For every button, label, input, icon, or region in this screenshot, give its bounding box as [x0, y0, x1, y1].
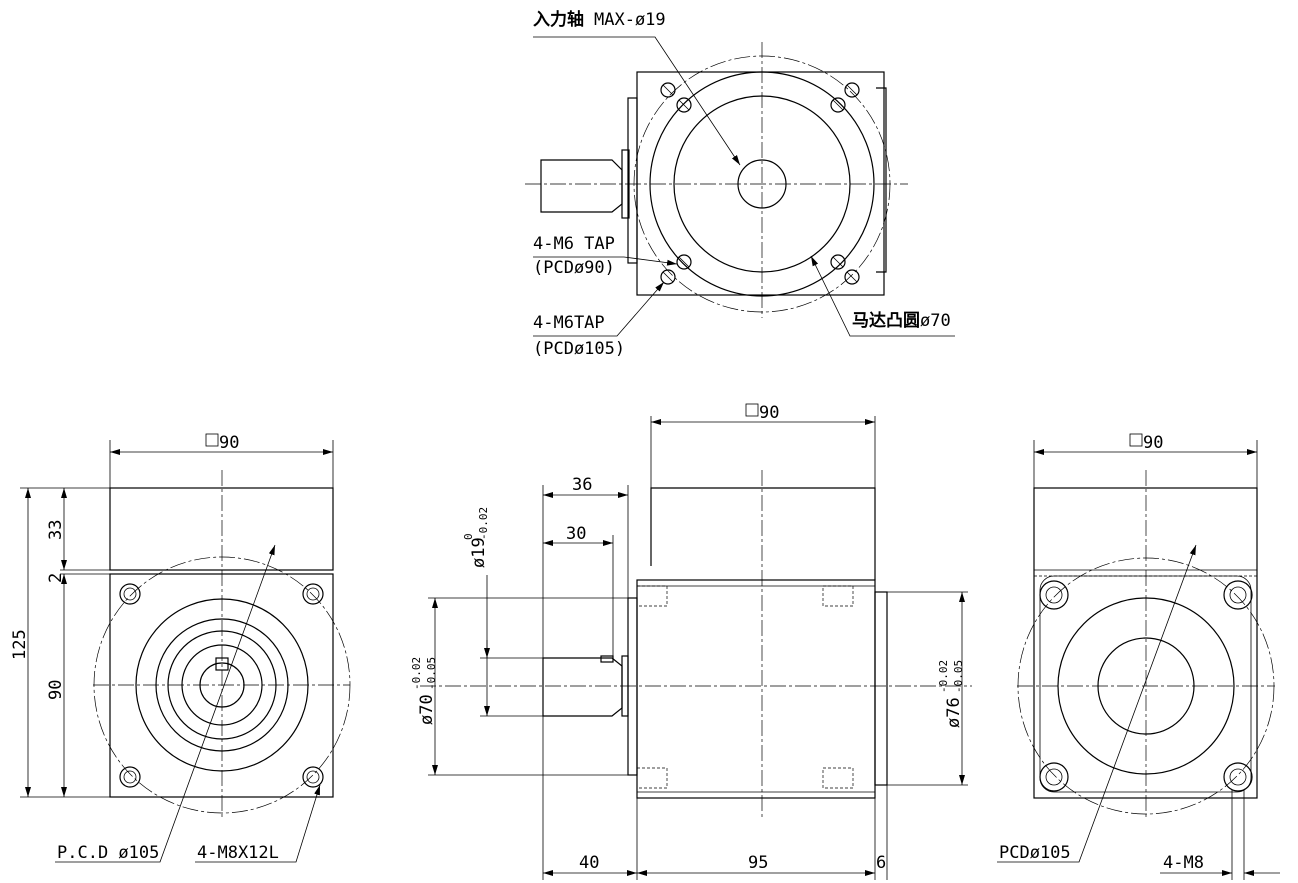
top-view: 入力轴 MAX-ø19 4-M6 TAP (PCDø90) 4-M6TAP (P… [525, 9, 955, 359]
motor-tol-upper: -0.02 [937, 660, 950, 693]
middle-dim-40: 40 [579, 853, 599, 873]
right-holes-label: 4-M8 [1163, 853, 1204, 873]
right-view: 90 PCDø105 4-M8 [997, 433, 1280, 880]
left-holes-label: 4-M8X12L [197, 843, 279, 863]
left-bolt-holes [119, 583, 324, 788]
middle-view: 90 36 30 ø19 0 -0.02 ø70 -0.02 -0.05 ø76… [410, 403, 972, 880]
right-bolt-holes [1039, 580, 1253, 792]
middle-dim-6: 6 [876, 853, 886, 873]
right-pcd-label: PCDø105 [999, 843, 1071, 863]
left-total-height: 125 [10, 629, 30, 660]
spigot-tol-lower: -0.05 [425, 657, 438, 690]
left-width-dim: 90 [219, 433, 239, 453]
left-dim-33: 33 [46, 520, 66, 540]
left-view: 90 125 90 33 2 P.C.D ø105 4-M8X12L [10, 433, 351, 863]
input-shaft-label: 入力轴 [533, 9, 584, 30]
motor-tol-lower: -0.05 [952, 660, 965, 693]
pcd-inner-label: (PCDø90) [533, 258, 615, 278]
left-pcd-label: P.C.D ø105 [57, 843, 159, 863]
motor-boss-dia: ø70 [920, 311, 951, 331]
top-bolt-holes [660, 82, 860, 285]
tap-outer-label: 4-M6TAP [533, 313, 605, 333]
tap-inner-label: 4-M6 TAP [533, 234, 615, 254]
input-shaft-spec: MAX-ø19 [594, 10, 666, 30]
middle-dim-95: 95 [748, 853, 768, 873]
spigot-tol-upper: -0.02 [410, 657, 423, 690]
spigot-dia: ø70 [417, 694, 437, 725]
left-dim-2: 2 [46, 573, 66, 583]
middle-dim-36: 36 [572, 475, 592, 495]
pcd-outer-label: (PCDø105) [533, 339, 625, 359]
motor-boss-label: 马达凸圆 [852, 310, 920, 331]
left-body-height: 90 [46, 680, 66, 700]
middle-width-dim: 90 [759, 403, 779, 423]
right-width-dim: 90 [1143, 433, 1163, 453]
shaft-tol-lower: -0.02 [477, 507, 490, 540]
shaft-tol-upper: 0 [462, 533, 475, 540]
middle-dim-30: 30 [566, 524, 586, 544]
motor-dia: ø76 [944, 697, 964, 728]
shaft-dia: ø19 [469, 537, 489, 568]
